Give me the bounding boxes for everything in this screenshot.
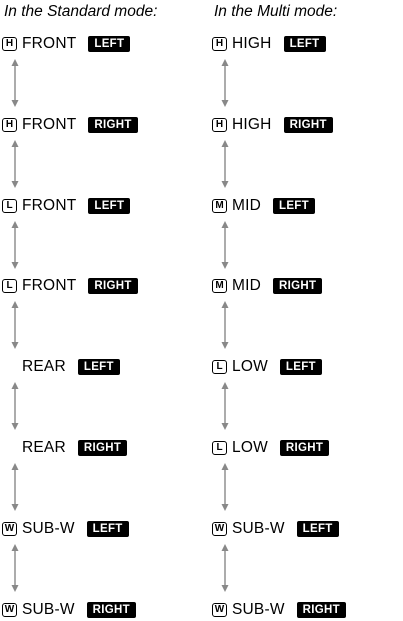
multi-channel-row: L LOW RIGHT xyxy=(212,437,330,459)
multi-channel-row: H HIGH LEFT xyxy=(212,33,326,55)
band-letter-badge: L xyxy=(2,198,17,213)
multi-channel-row: H HIGH RIGHT xyxy=(212,114,333,136)
side-tag: LEFT xyxy=(296,520,339,537)
standard-channel-row: REAR RIGHT xyxy=(2,437,128,459)
multi-channel-row: W SUB-W LEFT xyxy=(212,518,339,540)
side-tag: RIGHT xyxy=(279,440,330,456)
channel-name: SUB-W xyxy=(22,519,75,537)
channel-name: FRONT xyxy=(22,277,77,295)
side-tag: RIGHT xyxy=(296,601,346,618)
channel-name: HIGH xyxy=(232,35,272,52)
standard-channel-row: H FRONT RIGHT xyxy=(2,114,138,136)
channel-name: HIGH xyxy=(232,115,272,133)
multi-channel-row: M MID LEFT xyxy=(212,195,315,217)
standard-channel-row: W SUB-W LEFT xyxy=(2,518,129,540)
multi-channel-row: L LOW LEFT xyxy=(212,356,322,378)
multi-channel-row: M MID RIGHT xyxy=(212,275,323,297)
band-letter-badge: L xyxy=(212,441,227,455)
band-letter-badge: W xyxy=(2,602,17,617)
band-letter-badge: W xyxy=(212,521,227,536)
band-letter-badge xyxy=(2,360,17,374)
side-tag: RIGHT xyxy=(77,440,128,456)
band-letter-badge xyxy=(2,441,17,455)
channel-name: SUB-W xyxy=(22,600,75,618)
band-letter-badge: M xyxy=(212,198,227,213)
band-letter-badge: W xyxy=(2,521,17,536)
band-letter-badge: M xyxy=(212,279,227,294)
channel-name: REAR xyxy=(22,439,66,456)
channel-name: SUB-W xyxy=(232,519,285,537)
side-tag: LEFT xyxy=(86,520,129,537)
channel-name: REAR xyxy=(22,358,66,376)
standard-channel-row: L FRONT LEFT xyxy=(2,195,131,217)
band-letter-badge: L xyxy=(2,279,17,294)
side-tag: LEFT xyxy=(88,197,131,214)
side-tag: LEFT xyxy=(77,359,120,376)
band-letter-badge: W xyxy=(212,602,227,617)
channel-name: FRONT xyxy=(22,196,77,214)
band-letter-badge: H xyxy=(212,37,227,51)
channel-name: FRONT xyxy=(22,35,77,52)
standard-channel-row: L FRONT RIGHT xyxy=(2,275,138,297)
channel-name: FRONT xyxy=(22,115,77,133)
side-tag: LEFT xyxy=(283,36,326,52)
side-tag: RIGHT xyxy=(88,278,138,295)
side-tag: RIGHT xyxy=(273,278,323,295)
side-tag: LEFT xyxy=(88,36,131,52)
standard-channel-row: REAR LEFT xyxy=(2,356,120,378)
standard-channel-row: H FRONT LEFT xyxy=(2,33,131,55)
channel-name: SUB-W xyxy=(232,600,285,618)
band-letter-badge: L xyxy=(212,360,227,375)
side-tag: LEFT xyxy=(279,359,322,376)
side-tag: RIGHT xyxy=(283,116,333,133)
side-tag: RIGHT xyxy=(88,116,138,133)
band-letter-badge: H xyxy=(2,37,17,51)
channel-name: LOW xyxy=(232,439,268,456)
multi-mode-heading: In the Multi mode: xyxy=(214,3,338,20)
channel-name: LOW xyxy=(232,358,268,376)
multi-channel-row: W SUB-W RIGHT xyxy=(212,599,346,621)
side-tag: LEFT xyxy=(273,197,315,214)
channel-name: MID xyxy=(232,277,262,295)
band-letter-badge: H xyxy=(2,117,17,132)
channel-name: MID xyxy=(232,196,262,214)
standard-mode-column: In the Standard mode: H FRONT LEFT H FRONT RI… xyxy=(2,0,202,618)
standard-channel-row: W SUB-W RIGHT xyxy=(2,599,136,621)
standard-mode-heading: In the Standard mode: xyxy=(4,3,158,20)
side-tag: RIGHT xyxy=(86,601,136,618)
band-letter-badge: H xyxy=(212,117,227,132)
